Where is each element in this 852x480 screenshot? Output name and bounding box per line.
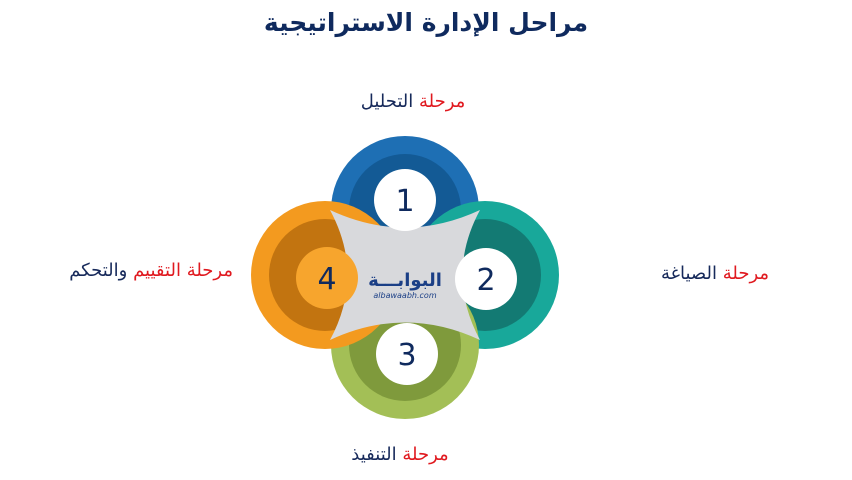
page-title: مراحل الإدارة الاستراتيجية — [263, 8, 589, 37]
stage-1-badge: 1 — [374, 169, 436, 231]
stage-4-number: 4 — [317, 262, 336, 297]
stage-2-label: مرحلة الصياغة — [645, 263, 785, 284]
stage-1-label: مرحلة التحليل — [348, 91, 478, 112]
stage-4-badge: 4 — [296, 247, 358, 309]
stage-3-number: 3 — [397, 338, 416, 373]
stage-3-name: التنفيذ — [351, 444, 397, 465]
logo-arabic: البوابـــة — [368, 270, 442, 291]
stage-1-keyword: مرحلة — [418, 91, 466, 112]
stage-4-label: مرحلة التقييم والتحكم — [28, 260, 233, 281]
stage-1-name: التحليل — [360, 91, 414, 112]
stage-3-keyword: مرحلة — [402, 444, 449, 465]
stage-3-label: مرحلة التنفيذ — [335, 444, 465, 465]
stage-4-name-suffix: والتحكم — [69, 260, 128, 281]
stage-3-badge: 3 — [376, 323, 438, 385]
center-shape — [330, 210, 480, 340]
stage-4-keyword: مرحلة — [186, 260, 233, 281]
stage-2-keyword: مرحلة — [722, 263, 770, 284]
stage-2-number: 2 — [476, 263, 495, 298]
stage-1-number: 1 — [395, 184, 414, 219]
stage-4-name: التقييم — [133, 260, 181, 281]
albawaaba-logo: البوابـــة albawaabh.com — [368, 270, 442, 300]
stage-2-name: الصياغة — [660, 263, 718, 284]
stage-2-badge: 2 — [455, 248, 517, 310]
logo-latin: albawaabh.com — [373, 291, 436, 300]
